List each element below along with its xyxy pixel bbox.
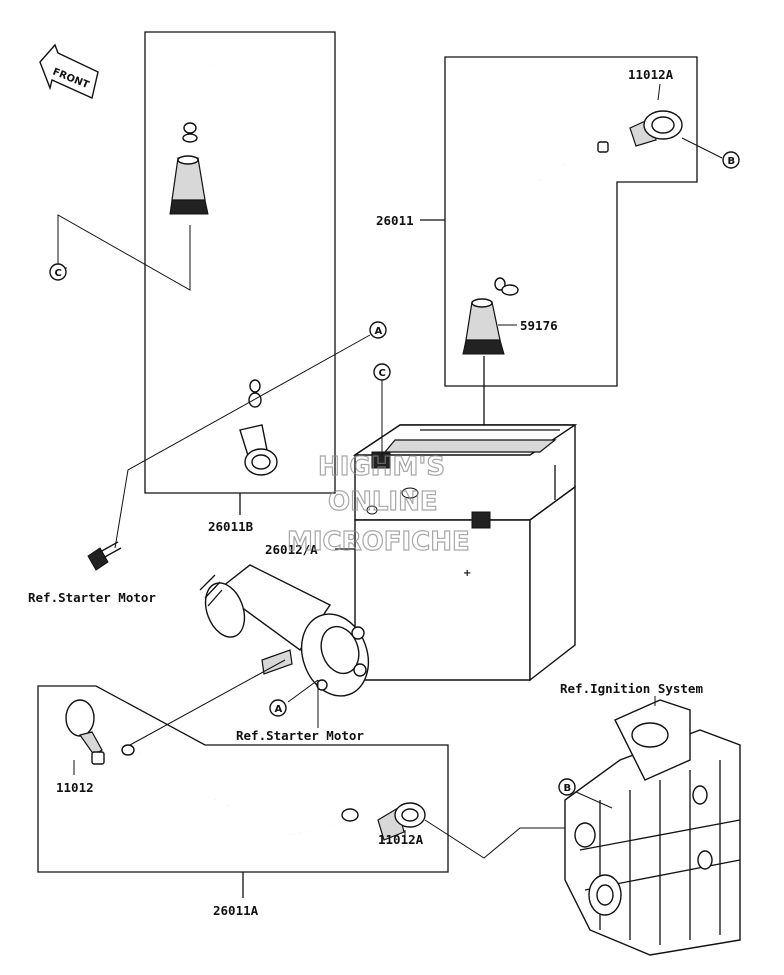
cap-11012 (65, 699, 105, 765)
label-26011: 26011 (376, 213, 414, 228)
bolt-starter-left-icon (87, 541, 122, 571)
label-11012a-bottom: 11012A (378, 832, 424, 847)
terminal-boot-59176 (462, 298, 505, 355)
front-arrow-icon: FRONT (39, 43, 99, 99)
connector-11012a-top (629, 110, 683, 147)
group-frame-26011a (37, 685, 449, 873)
connector-11012a-bottom (377, 802, 426, 841)
leader-b-lower (575, 791, 613, 809)
callout-b-lower: B (558, 778, 576, 796)
leader-b-right (681, 137, 723, 159)
group-frame-26011 (444, 56, 698, 387)
callout-b-right: B (722, 151, 740, 169)
svg-text:C: C (379, 368, 386, 379)
ref-starter-motor-left: Ref.Starter Motor (28, 590, 156, 605)
cable-26011a (121, 659, 359, 835)
callout-c-left: C (49, 263, 67, 281)
callout-c-battery: C (373, 363, 391, 381)
watermark: HIGHM'S ONLINE MICROFICHE (286, 451, 470, 557)
label-59176: 59176 (520, 318, 558, 333)
svg-text:A: A (375, 326, 383, 337)
label-26011b: 26011B (208, 519, 254, 534)
ref-ignition-system: Ref.Ignition System (560, 681, 703, 696)
label-26012a: 26012/A (265, 542, 318, 557)
leader-11012a-top (657, 83, 661, 101)
leader-connector-to-engine (424, 819, 570, 859)
svg-text:C: C (55, 268, 62, 279)
label-26011a: 26011A (213, 903, 259, 918)
cable-26011b (182, 60, 302, 408)
svg-text:HIGHM'S: HIGHM'S (318, 452, 445, 482)
leader-a-upper (114, 334, 371, 549)
label-11012a-top: 11012A (628, 67, 674, 82)
label-11012: 11012 (56, 780, 94, 795)
cable-26011 (494, 141, 609, 296)
leader-a-lower (287, 679, 319, 728)
engine-block (564, 699, 741, 956)
svg-text:A: A (275, 704, 283, 715)
ref-starter-motor-center: Ref.Starter Motor (236, 728, 364, 743)
svg-text:+: + (463, 568, 471, 579)
battery-26012a: + (352, 424, 578, 682)
starter-motor (199, 564, 370, 697)
terminal-boot-upper-left (169, 155, 209, 215)
group-frame-26011b (144, 31, 336, 494)
callout-a-upper: A (369, 321, 387, 339)
svg-text:B: B (728, 156, 736, 167)
svg-text:ONLINE: ONLINE (328, 487, 438, 517)
svg-text:B: B (564, 783, 572, 794)
callout-a-lower: A (269, 699, 287, 717)
elbow-connector-26011b (239, 424, 278, 476)
leader-c-left (57, 214, 191, 291)
svg-text:MICROFICHE: MICROFICHE (287, 527, 470, 557)
